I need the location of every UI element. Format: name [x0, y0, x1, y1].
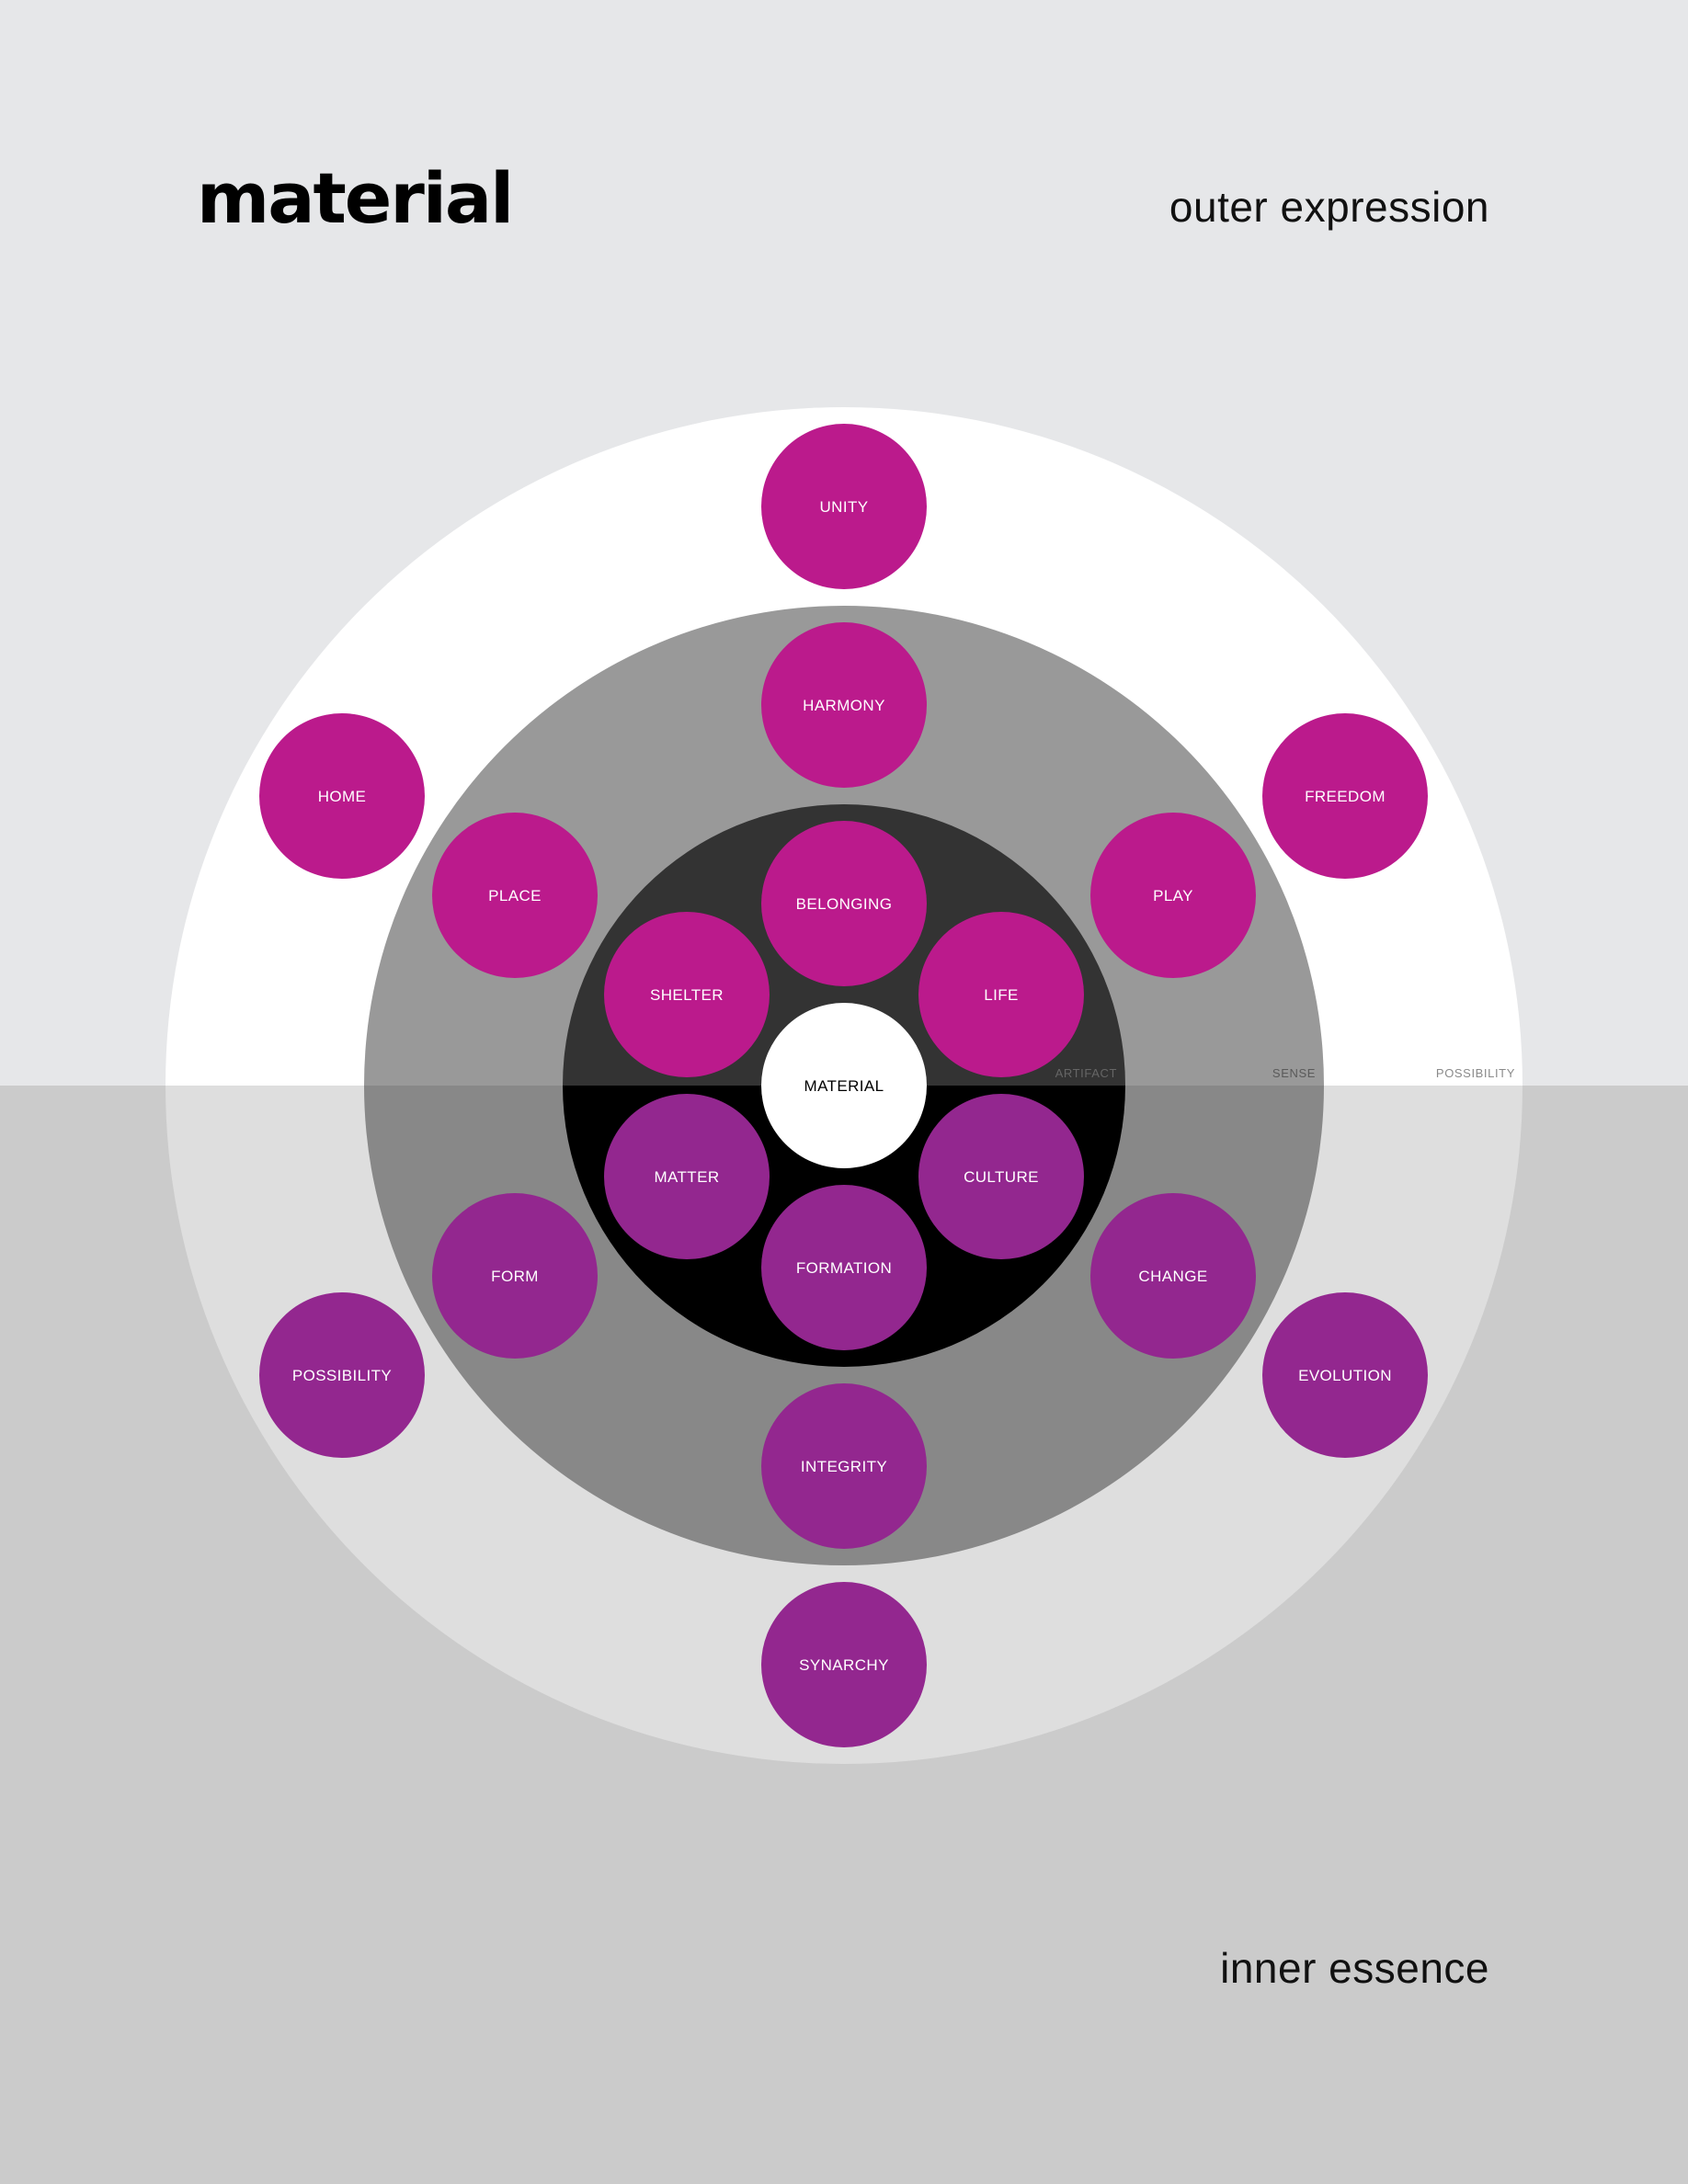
- node-circle: [761, 622, 927, 788]
- node-integrity: INTEGRITY: [761, 1383, 927, 1549]
- node-change: CHANGE: [1090, 1193, 1256, 1359]
- inner-essence-label: inner essence: [1220, 1944, 1489, 1992]
- node-circle: [432, 813, 598, 978]
- node-circle: [761, 1582, 927, 1747]
- node-label: PLACE: [488, 887, 542, 904]
- node-label: FREEDOM: [1305, 788, 1386, 805]
- node-synarchy: SYNARCHY: [761, 1582, 927, 1747]
- node-circle: [761, 424, 927, 589]
- node-shelter: SHELTER: [604, 912, 770, 1077]
- node-place: PLACE: [432, 813, 598, 978]
- node-home: HOME: [259, 713, 425, 879]
- node-circle: [1090, 1193, 1256, 1359]
- node-unity: UNITY: [761, 424, 927, 589]
- node-label: SHELTER: [650, 986, 724, 1004]
- node-circle: [1262, 1292, 1428, 1458]
- node-formation: FORMATION: [761, 1185, 927, 1350]
- node-play: PLAY: [1090, 813, 1256, 978]
- node-harmony: HARMONY: [761, 622, 927, 788]
- node-label: BELONGING: [796, 895, 893, 913]
- node-circle: [1090, 813, 1256, 978]
- node-circle: [259, 713, 425, 879]
- node-circle: [761, 821, 927, 986]
- node-circle: [259, 1292, 425, 1458]
- node-label: CHANGE: [1138, 1268, 1207, 1285]
- node-circle: [918, 1094, 1084, 1259]
- node-label: FORMATION: [796, 1259, 892, 1277]
- node-circle: [918, 912, 1084, 1077]
- node-belonging: BELONGING: [761, 821, 927, 986]
- node-label: FORM: [491, 1268, 539, 1285]
- node-label: MATERIAL: [804, 1077, 884, 1095]
- node-label: INTEGRITY: [801, 1458, 887, 1475]
- node-evolution: EVOLUTION: [1262, 1292, 1428, 1458]
- node-label: HOME: [318, 788, 367, 805]
- node-possibility-lower: POSSIBILITY: [259, 1292, 425, 1458]
- node-label: EVOLUTION: [1298, 1367, 1392, 1384]
- node-label: PLAY: [1153, 887, 1193, 904]
- node-circle: [432, 1193, 598, 1359]
- ring-label-artifact: ARTIFACT: [1055, 1066, 1117, 1080]
- node-circle: [1262, 713, 1428, 879]
- node-label: HARMONY: [803, 697, 885, 714]
- node-culture: CULTURE: [918, 1094, 1084, 1259]
- ring-label-possibility: POSSIBILITY: [1436, 1066, 1515, 1080]
- node-circle: [761, 1383, 927, 1549]
- node-label: POSSIBILITY: [292, 1367, 392, 1384]
- node-material-center: MATERIAL: [761, 1003, 927, 1168]
- node-label: UNITY: [820, 498, 869, 516]
- node-circle: [761, 1185, 927, 1350]
- node-form: FORM: [432, 1193, 598, 1359]
- node-freedom: FREEDOM: [1262, 713, 1428, 879]
- node-label: CULTURE: [964, 1168, 1039, 1186]
- node-matter: MATTER: [604, 1094, 770, 1259]
- outer-expression-label: outer expression: [1169, 183, 1489, 231]
- node-circle: [604, 912, 770, 1077]
- node-label: SYNARCHY: [799, 1656, 889, 1674]
- node-life: LIFE: [918, 912, 1084, 1077]
- node-circle: [761, 1003, 927, 1168]
- node-label: LIFE: [984, 986, 1019, 1004]
- node-label: MATTER: [654, 1168, 719, 1186]
- node-circle: [604, 1094, 770, 1259]
- ring-label-sense: SENSE: [1272, 1066, 1316, 1080]
- page-title: material: [197, 157, 514, 239]
